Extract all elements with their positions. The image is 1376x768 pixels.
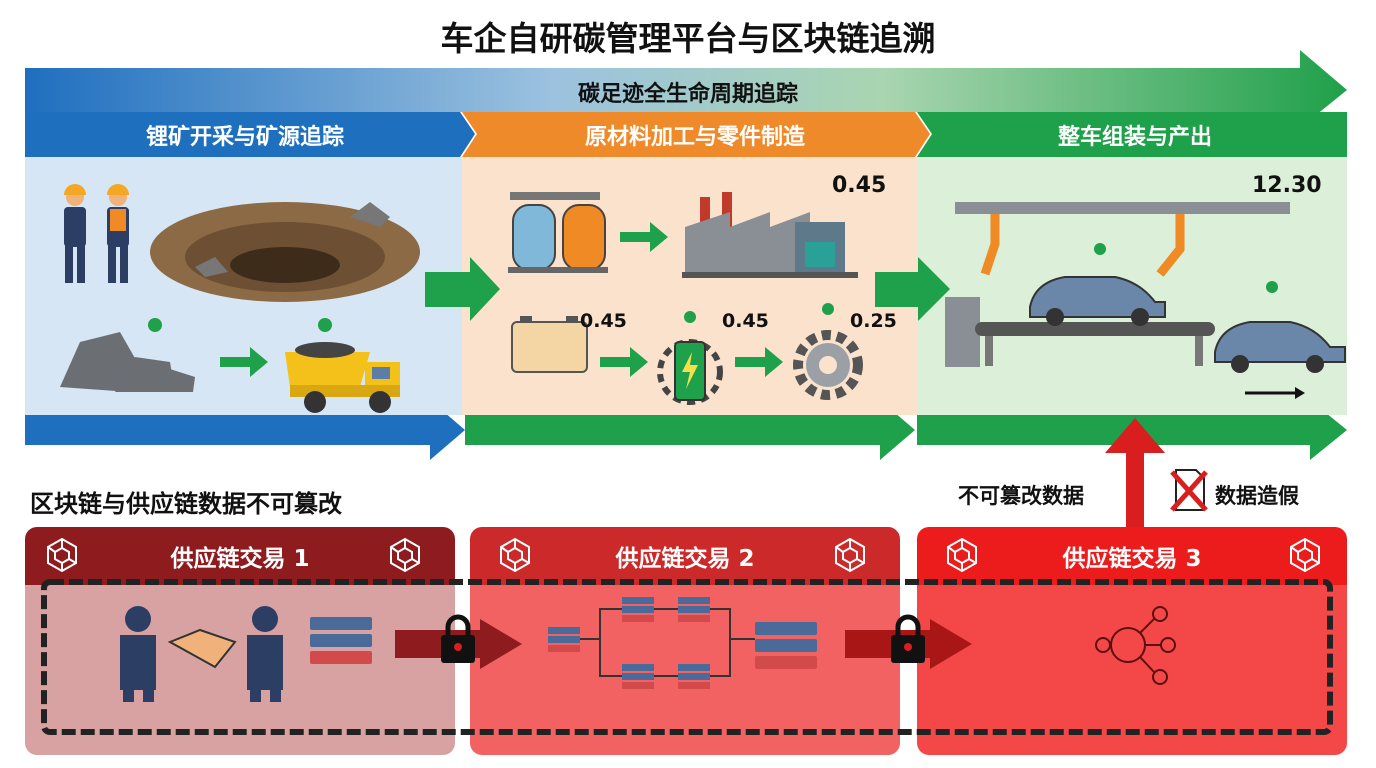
open-pit-mine-icon bbox=[150, 202, 420, 302]
stage-2-chevron bbox=[462, 112, 930, 157]
blockchain-section-title: 区块链与供应链数据不可篡改 bbox=[30, 490, 342, 518]
battery-emission-value: 0.45 bbox=[580, 310, 627, 332]
assembly-emission-value: 12.30 bbox=[1252, 173, 1322, 198]
transaction-2-label: 供应链交易 2 bbox=[615, 546, 755, 572]
factory-icon bbox=[682, 192, 858, 278]
location-pin-icon bbox=[684, 303, 834, 323]
lock-icon bbox=[891, 617, 925, 663]
arrow-icon bbox=[220, 347, 268, 377]
transaction-2-card: 供应链交易 2 bbox=[470, 527, 900, 755]
stage-1-chevron bbox=[25, 112, 475, 157]
user-network-icon bbox=[1095, 606, 1176, 685]
car-icon bbox=[1029, 276, 1166, 326]
stage-3-label: 整车组装与产出 bbox=[1057, 124, 1212, 150]
transaction-1-body bbox=[25, 585, 455, 755]
transaction-1-label: 供应链交易 1 bbox=[170, 546, 310, 572]
stage-1-to-2-arrow bbox=[425, 257, 500, 321]
data-fraud-label: 数据造假 bbox=[1215, 484, 1299, 508]
location-pin-icon bbox=[148, 318, 332, 332]
assembly-line-icon bbox=[945, 202, 1290, 367]
stage-1-bottom-arrow bbox=[25, 400, 465, 460]
lifecycle-band-arrow bbox=[25, 50, 1347, 128]
transaction-1-card: 供应链交易 1 bbox=[25, 527, 455, 755]
lifecycle-arrows bbox=[25, 50, 1347, 460]
distributed-ledger-icon bbox=[548, 597, 817, 689]
handshake-people-icon bbox=[120, 606, 283, 702]
chemical-tanks-icon bbox=[508, 192, 608, 273]
transaction-3-label: 供应链交易 3 bbox=[1062, 546, 1202, 572]
lock-icon bbox=[441, 617, 475, 663]
page-title: 车企自研碳管理平台与区块链追溯 bbox=[440, 19, 936, 58]
gear-emission-value: 0.25 bbox=[850, 310, 897, 332]
arrow-icon bbox=[620, 222, 668, 252]
stage-2-to-3-arrow bbox=[875, 257, 950, 321]
transaction-3-card: 供应链交易 3 bbox=[917, 527, 1347, 755]
battery-icon bbox=[511, 316, 588, 373]
server-icon bbox=[310, 617, 372, 664]
transaction-3-header: 供应链交易 3 bbox=[917, 527, 1347, 585]
stage-1-label: 锂矿开采与矿源追踪 bbox=[145, 124, 344, 150]
cell-emission-value: 0.45 bbox=[722, 310, 769, 332]
output-arrow-icon bbox=[1245, 387, 1305, 399]
factory-emission-value: 0.45 bbox=[832, 173, 887, 198]
stage-illustrations bbox=[60, 184, 1346, 413]
transaction-2-header: 供应链交易 2 bbox=[470, 527, 900, 585]
blockchain-illustrations bbox=[41, 538, 1333, 735]
stage-2-bottom-arrow bbox=[465, 400, 915, 460]
location-pin-icon bbox=[1094, 243, 1278, 293]
dump-truck-icon bbox=[285, 342, 400, 413]
ore-rocks-icon bbox=[60, 332, 195, 392]
document-forbidden-icon bbox=[1170, 469, 1208, 512]
stage-3-header bbox=[917, 112, 1347, 157]
upward-red-arrow bbox=[1105, 418, 1165, 530]
battery-cell-gear-icon bbox=[657, 339, 723, 405]
transaction-3-body bbox=[917, 585, 1347, 755]
transaction-1-header: 供应链交易 1 bbox=[25, 527, 455, 585]
gear-icon bbox=[793, 330, 863, 400]
lifecycle-band-label: 碳足迹全生命周期追踪 bbox=[577, 82, 798, 107]
immutable-data-label: 不可篡改数据 bbox=[958, 484, 1084, 508]
miners-icon bbox=[64, 184, 129, 283]
stage-2-label: 原材料加工与零件制造 bbox=[584, 124, 805, 150]
arrow-icon bbox=[600, 347, 648, 377]
blockchain-network-icon bbox=[47, 538, 1320, 572]
chain-border bbox=[41, 579, 1333, 735]
arrow-icon bbox=[735, 347, 783, 377]
finished-car-icon bbox=[1214, 321, 1346, 373]
